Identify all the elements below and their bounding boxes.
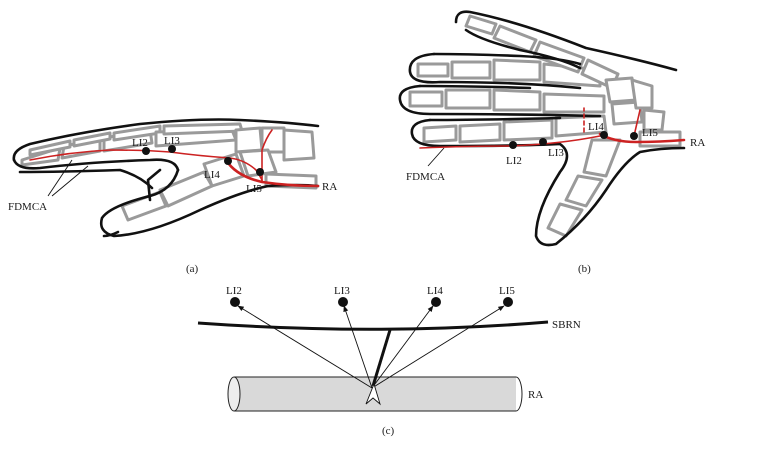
point-li4-a <box>224 157 232 165</box>
label-fdmca-b: FDMCA <box>406 171 445 183</box>
hand-bones-dorsal <box>408 14 682 238</box>
point-li5-a <box>256 168 264 176</box>
leader-fdmca-a-2 <box>51 165 89 197</box>
needle-tip-icon <box>365 382 381 406</box>
point-li5-b <box>630 132 638 140</box>
arrow-to-li5 <box>371 305 505 389</box>
label-li4-c: LI4 <box>427 285 443 297</box>
label-ra-b: RA <box>690 137 705 149</box>
arrow-to-li3 <box>343 305 373 389</box>
label-ra-a: RA <box>322 181 337 193</box>
label-li3-c: LI3 <box>334 285 350 297</box>
hand-outline-lateral <box>12 118 320 238</box>
panel-c: LI2 LI3 LI4 LI5 SBRN RA (c) <box>197 285 581 437</box>
direction-arrows <box>237 305 505 389</box>
point-li2-a <box>142 147 150 155</box>
label-li3-a: LI3 <box>164 135 180 147</box>
label-li5-c: LI5 <box>499 285 515 297</box>
sbrn-nerve <box>197 320 549 331</box>
label-li5-b: LI5 <box>642 127 658 139</box>
panel-b: LI2 LI3 LI4 LI5 RA FDMCA (b) <box>398 10 705 275</box>
arrow-to-li4 <box>371 305 434 389</box>
point-li4-b <box>600 131 608 139</box>
hand-bones-lateral <box>20 122 318 222</box>
label-ra-c: RA <box>528 389 543 401</box>
label-fdmca-a: FDMCA <box>8 201 47 213</box>
point-li5-c <box>503 297 513 307</box>
caption-a: (a) <box>186 263 199 275</box>
label-sbrn-c: SBRN <box>552 319 581 331</box>
leader-fdmca-b <box>427 147 445 167</box>
point-li4-c <box>431 297 441 307</box>
point-li3-a <box>168 145 176 153</box>
label-li5-a: LI5 <box>246 183 262 195</box>
hand-outline-dorsal <box>398 10 686 247</box>
label-li2-c: LI2 <box>226 285 242 297</box>
caption-c: (c) <box>382 425 395 437</box>
label-li2-a: LI2 <box>132 137 148 149</box>
point-li2-b <box>509 141 517 149</box>
panel-a: LI2 LI3 LI4 LI5 RA FDMCA (a) <box>8 118 337 275</box>
leader-fdmca-a-1 <box>47 159 73 197</box>
point-li3-b <box>539 138 547 146</box>
label-li4-a: LI4 <box>204 169 220 181</box>
sbrn-branch <box>371 329 392 387</box>
label-li2-b: LI2 <box>506 155 522 167</box>
point-li3-c <box>338 297 348 307</box>
label-li4-b: LI4 <box>588 121 604 133</box>
arrow-to-li2 <box>237 305 373 389</box>
point-li2-c <box>230 297 240 307</box>
caption-b: (b) <box>578 263 591 275</box>
label-li3-b: LI3 <box>548 147 564 159</box>
